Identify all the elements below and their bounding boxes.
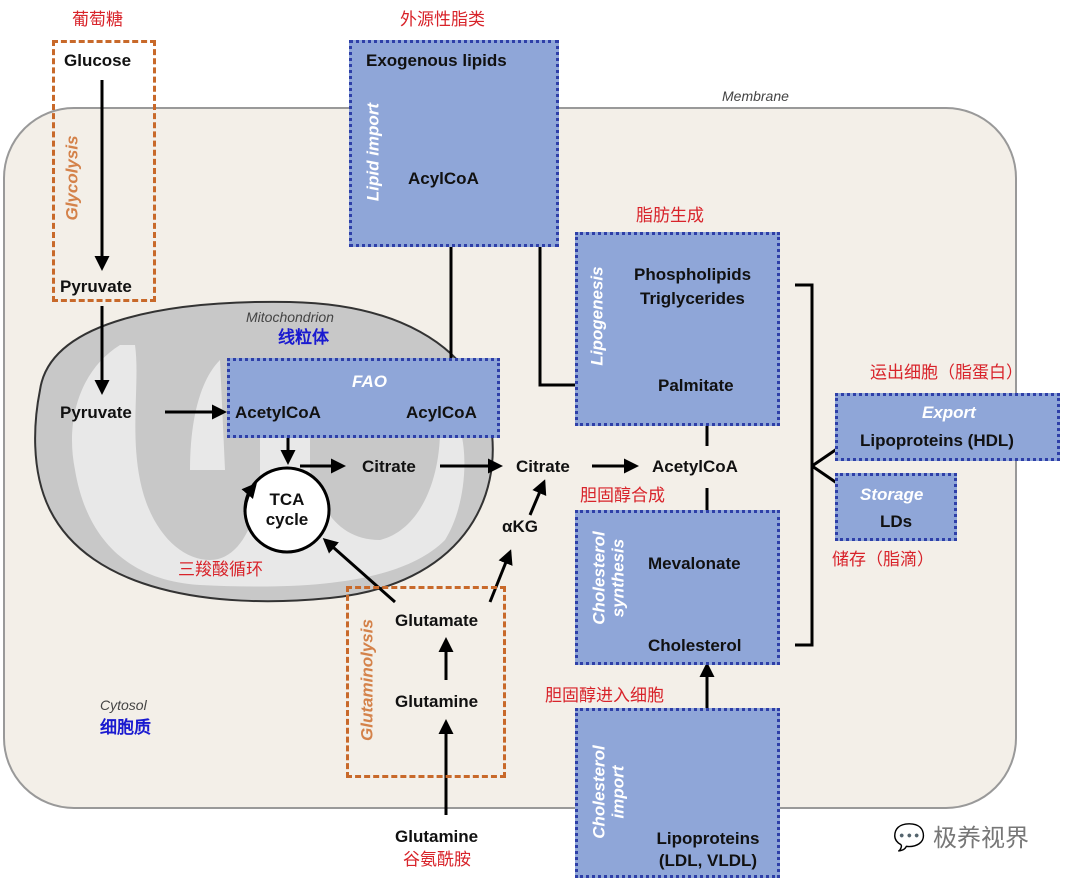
lds-node: LDs — [880, 512, 913, 531]
cholesterol-import-line1: Cholesterol — [589, 745, 609, 839]
tca-line2: cycle — [265, 510, 309, 529]
glutamate-node: Glutamate — [395, 611, 479, 630]
wechat-icon: 💬 — [893, 822, 926, 852]
glutaminolysis-label: Glutaminolysis — [357, 619, 377, 741]
cn-mitochondrion: 线粒体 — [278, 328, 329, 348]
cn-exogenous-lipids: 外源性脂类 — [400, 10, 485, 30]
cholesterol-import-label: Cholesterol import — [589, 745, 627, 839]
cholesterol-import-box — [575, 708, 780, 878]
arrow-glutamate-tca — [322, 538, 396, 604]
glycolysis-label: Glycolysis — [62, 135, 82, 221]
cn-cholesterol-synthesis: 胆固醇合成 — [580, 486, 665, 506]
citrate-cytosol-node: Citrate — [516, 457, 570, 476]
glutamine-inner-node: Glutamine — [395, 692, 479, 711]
export-label: Export — [922, 403, 976, 422]
glucose-node: Glucose — [64, 51, 132, 70]
cn-cholesterol-import: 胆固醇进入细胞 — [545, 686, 664, 706]
glutaminolysis-box — [346, 586, 506, 778]
mitochondrion — [34, 300, 494, 603]
cn-storage: 储存（脂滴） — [832, 550, 934, 570]
exogenous-lipids-node: Exogenous lipids — [366, 51, 507, 70]
glutamine-outer-node: Glutamine — [395, 827, 479, 846]
lipoproteins-hdl-node: Lipoproteins (HDL) — [860, 431, 1014, 450]
export-box — [835, 393, 1060, 461]
mevalonate-node: Mevalonate — [648, 554, 741, 573]
acetylcoa-cytosol-node: AcetylCoA — [652, 457, 738, 476]
fao-label: FAO — [352, 372, 387, 391]
fao-box — [227, 358, 500, 438]
cholesterol-synthesis-line1: Cholesterol — [589, 531, 609, 625]
lipoproteins-ldl-line2: (LDL, VLDL) — [658, 851, 758, 870]
lipoproteins-ldl-node: Lipoproteins (LDL, VLDL) — [636, 828, 780, 872]
lipid-import-box — [349, 40, 559, 247]
pyruvate-cytosol-node: Pyruvate — [60, 277, 132, 296]
cn-cytosol: 细胞质 — [100, 718, 151, 738]
storage-box — [835, 473, 957, 541]
cytosol-label: Cytosol — [100, 697, 147, 713]
cholesterol-synthesis-label: Cholesterol synthesis — [589, 531, 627, 625]
citrate-mito-node: Citrate — [362, 457, 416, 476]
acetylcoa-fao-node: AcetylCoA — [235, 403, 321, 422]
cn-lipogenesis: 脂肪生成 — [636, 206, 704, 226]
lipid-import-label: Lipid import — [363, 102, 383, 202]
tca-cycle-arrow — [241, 482, 257, 513]
cholesterol-synthesis-box — [575, 510, 780, 665]
lipogenesis-box — [575, 232, 780, 426]
tca-line1: TCA — [269, 490, 305, 509]
lipid-bracket — [795, 283, 814, 647]
lipogenesis-label: Lipogenesis — [587, 266, 607, 366]
cn-glutamine: 谷氨酰胺 — [403, 850, 471, 870]
arrow-akg-citrate — [528, 479, 547, 516]
watermark-text: 极养视界 — [933, 824, 1029, 852]
glycolysis-box — [52, 40, 156, 302]
tca-cycle-node: TCA cycle — [257, 490, 317, 530]
cristae — [72, 345, 465, 587]
palmitate-node: Palmitate — [658, 376, 734, 395]
cholesterol-import-line2: import — [608, 765, 627, 819]
triglycerides-node: Triglycerides — [640, 289, 745, 308]
cholesterol-synthesis-line2: synthesis — [608, 538, 627, 618]
cn-glucose: 葡萄糖 — [72, 10, 123, 30]
pyruvate-mito-node: Pyruvate — [60, 403, 132, 422]
acylcoa-import-node: AcylCoA — [408, 169, 479, 188]
arrow-glutamate-akg — [488, 549, 513, 603]
cn-export: 运出细胞（脂蛋白） — [870, 363, 1023, 383]
phospholipids-node: Phospholipids — [634, 265, 752, 284]
cholesterol-node: Cholesterol — [648, 636, 742, 655]
membrane-label: Membrane — [722, 88, 789, 104]
lipoproteins-ldl-line1: Lipoproteins — [656, 829, 760, 848]
akg-node: αKG — [502, 517, 538, 536]
acylcoa-fao-node: AcylCoA — [406, 403, 477, 422]
cn-tca: 三羧酸循环 — [178, 560, 263, 580]
mitochondrion-label: Mitochondrion — [246, 309, 334, 325]
storage-label: Storage — [860, 485, 924, 504]
